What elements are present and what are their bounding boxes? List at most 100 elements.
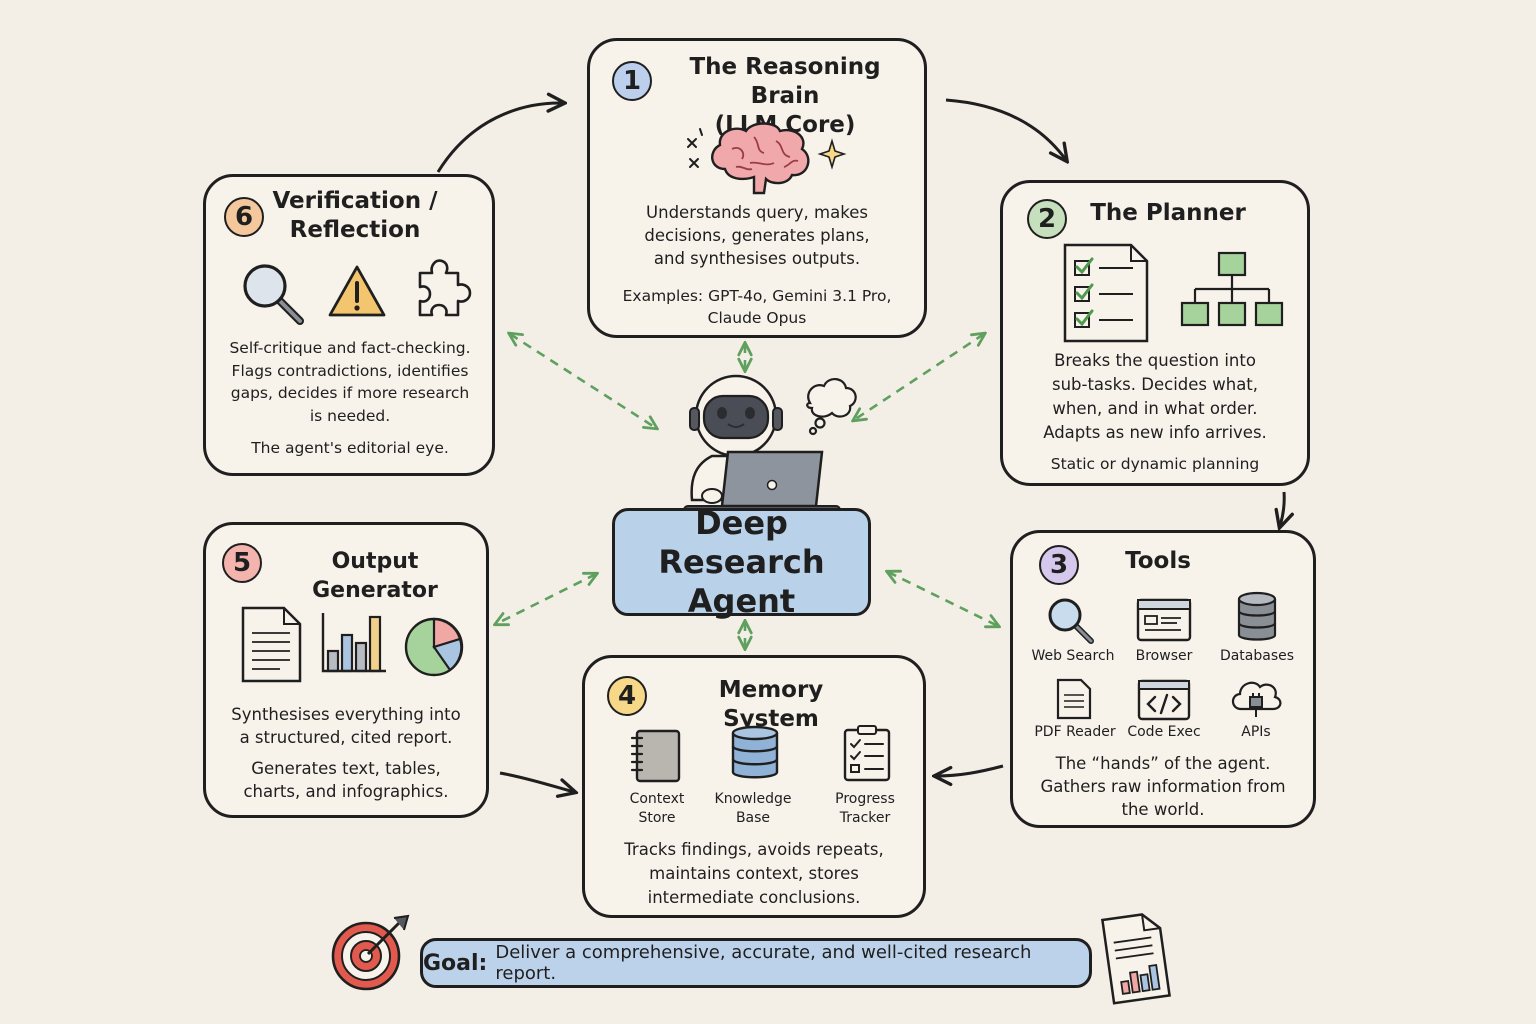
brain-description: Understands query, makes decisions, gene… [600, 201, 914, 270]
goal-label: Goal: [423, 950, 488, 976]
tools-description: The “hands” of the agent. Gathers raw in… [1019, 752, 1307, 821]
magnifier-icon [243, 264, 304, 325]
brain-desc-line: Understands query, makes [646, 203, 868, 222]
center-agent-box: Deep Research Agent [612, 504, 871, 620]
web-search-icon [1048, 598, 1094, 644]
tool-label-web-search: Web Search [1031, 648, 1115, 664]
apis-icon [1231, 681, 1282, 717]
planner-title: The Planner [1090, 200, 1246, 226]
verify-desc-line: gaps, decides if more research [230, 384, 470, 402]
tool-label-apis: APIs [1241, 724, 1271, 740]
verify-title: Verification / Reflection [270, 187, 440, 245]
brain-examples-line: Examples: GPT-4o, Gemini 3.1 Pro, [622, 287, 892, 305]
tool-label-pdf-reader: PDF Reader [1034, 724, 1116, 740]
memory-description: Tracks findings, avoids repeats, maintai… [591, 838, 917, 910]
planner-note: Static or dynamic planning [1050, 455, 1260, 473]
card-tools: 3 Tools Web Search Browser Databases [1010, 530, 1316, 828]
notebook-icon [630, 729, 681, 783]
document-icon [241, 606, 302, 683]
memory-label-context-store: Context Store [607, 790, 707, 828]
pdf-reader-icon [1056, 678, 1092, 720]
brain-examples-line: Claude Opus [707, 309, 807, 327]
step-number-6: 6 [224, 197, 264, 237]
output-desc-line: Synthesises everything into [231, 705, 461, 724]
tools-title: Tools [1125, 548, 1191, 574]
database-icon [731, 725, 779, 779]
planner-desc-line: Adapts as new info arrives. [1043, 423, 1267, 442]
arrow-brain-to-planner [945, 98, 1066, 160]
step-number-4: 4 [607, 676, 647, 716]
step-number-1: 1 [612, 61, 652, 101]
dashed-arrow-center-tools [888, 572, 998, 626]
memory-item-line: Tracker [839, 810, 891, 826]
output-desc-line: a structured, cited report. [239, 728, 453, 747]
planner-desc-line: sub-tasks. Decides what, [1051, 375, 1259, 394]
pie-chart-icon [404, 617, 464, 677]
tool-label-databases: Databases [1219, 648, 1295, 664]
verify-title-line2: Reflection [289, 217, 421, 243]
verify-description: Self-critique and fact-checking. Flags c… [210, 337, 490, 427]
target-icon [331, 914, 410, 991]
planner-desc-line: Breaks the question into [1054, 351, 1256, 370]
verify-desc-line: is needed. [309, 406, 391, 425]
code-exec-icon [1137, 679, 1191, 721]
tools-desc-line: Gathers raw information from [1040, 777, 1286, 796]
center-title-line2: Agent [687, 581, 796, 620]
verify-note: The agent's editorial eye. [251, 439, 449, 457]
hierarchy-icon [1180, 251, 1284, 327]
checklist-icon [1063, 243, 1149, 343]
planner-description: Breaks the question into sub-tasks. Deci… [1013, 349, 1297, 445]
brain-icon [687, 122, 847, 195]
tool-label-browser: Browser [1135, 648, 1193, 664]
memory-desc-line: intermediate conclusions. [647, 888, 861, 907]
verify-title-line1: Verification / [272, 188, 438, 214]
memory-desc-line: Tracks findings, avoids repeats, [624, 840, 884, 859]
output-desc2-line: Generates text, tables, [251, 759, 441, 778]
verify-desc-line: Flags contradictions, identifies [231, 361, 469, 380]
goal-text: Deliver a comprehensive, accurate, and w… [495, 942, 1032, 984]
output-title: Output Generator [312, 549, 438, 603]
memory-label-knowledge-base: Knowledge Base [703, 790, 803, 828]
memory-item-line: Context [629, 791, 685, 807]
tools-desc-line: The “hands” of the agent. [1055, 754, 1271, 773]
memory-item-line: Base [735, 810, 771, 826]
brain-examples: Examples: GPT-4o, Gemini 3.1 Pro, Claude… [600, 285, 914, 329]
step-number-3: 3 [1039, 545, 1079, 585]
card-reasoning-brain: 1 The Reasoning Brain (LLM Core) Underst… [587, 38, 927, 338]
arrow-verify-to-brain [436, 103, 563, 173]
card-planner: 2 The Planner Breaks the questi [1000, 180, 1310, 486]
goal-box: Goal: Deliver a comprehensive, accurate,… [420, 938, 1092, 988]
card-verification-reflection: 6 Verification / Reflection Self-critiqu… [203, 174, 495, 476]
bar-chart-icon [321, 613, 386, 673]
tool-label-code-exec: Code Exec [1127, 724, 1201, 740]
memory-label-progress-tracker: Progress Tracker [815, 790, 915, 828]
dashed-arrow-center-output [496, 574, 596, 624]
robot-icon [683, 374, 857, 516]
step-number-2: 2 [1027, 199, 1067, 239]
dashed-arrow-center-planner [854, 334, 984, 420]
card-memory-system: 4 Memory System Context Store Knowledge [582, 655, 926, 918]
memory-item-line: Store [638, 810, 676, 826]
memory-desc-line: maintains context, stores [649, 864, 859, 883]
brain-title-line1: The Reasoning Brain [689, 54, 881, 109]
report-icon [1100, 913, 1171, 1005]
dashed-arrow-center-verify [510, 334, 656, 428]
output-description-2: Generates text, tables, charts, and info… [212, 757, 480, 803]
verify-desc-line: Self-critique and fact-checking. [229, 339, 471, 357]
memory-item-line: Progress [835, 791, 895, 807]
puzzle-icon [418, 259, 472, 317]
progress-tracker-icon [843, 725, 891, 782]
output-desc2-line: charts, and infographics. [243, 782, 449, 801]
tools-desc-line: the world. [1121, 800, 1205, 819]
brain-desc-line: decisions, generates plans, [644, 226, 870, 245]
browser-icon [1136, 598, 1192, 642]
output-description: Synthesises everything into a structured… [212, 703, 480, 749]
arrow-planner-to-tools [1280, 491, 1284, 526]
arrow-output-to-memory [499, 771, 574, 792]
planner-desc-line: when, and in what order. [1052, 399, 1258, 418]
arrow-tools-to-memory [936, 764, 1004, 776]
card-output-generator: 5 Output Generator Synthesises everythin… [203, 522, 489, 818]
databases-icon [1237, 591, 1277, 641]
brain-desc-line: and synthesises outputs. [653, 249, 861, 268]
